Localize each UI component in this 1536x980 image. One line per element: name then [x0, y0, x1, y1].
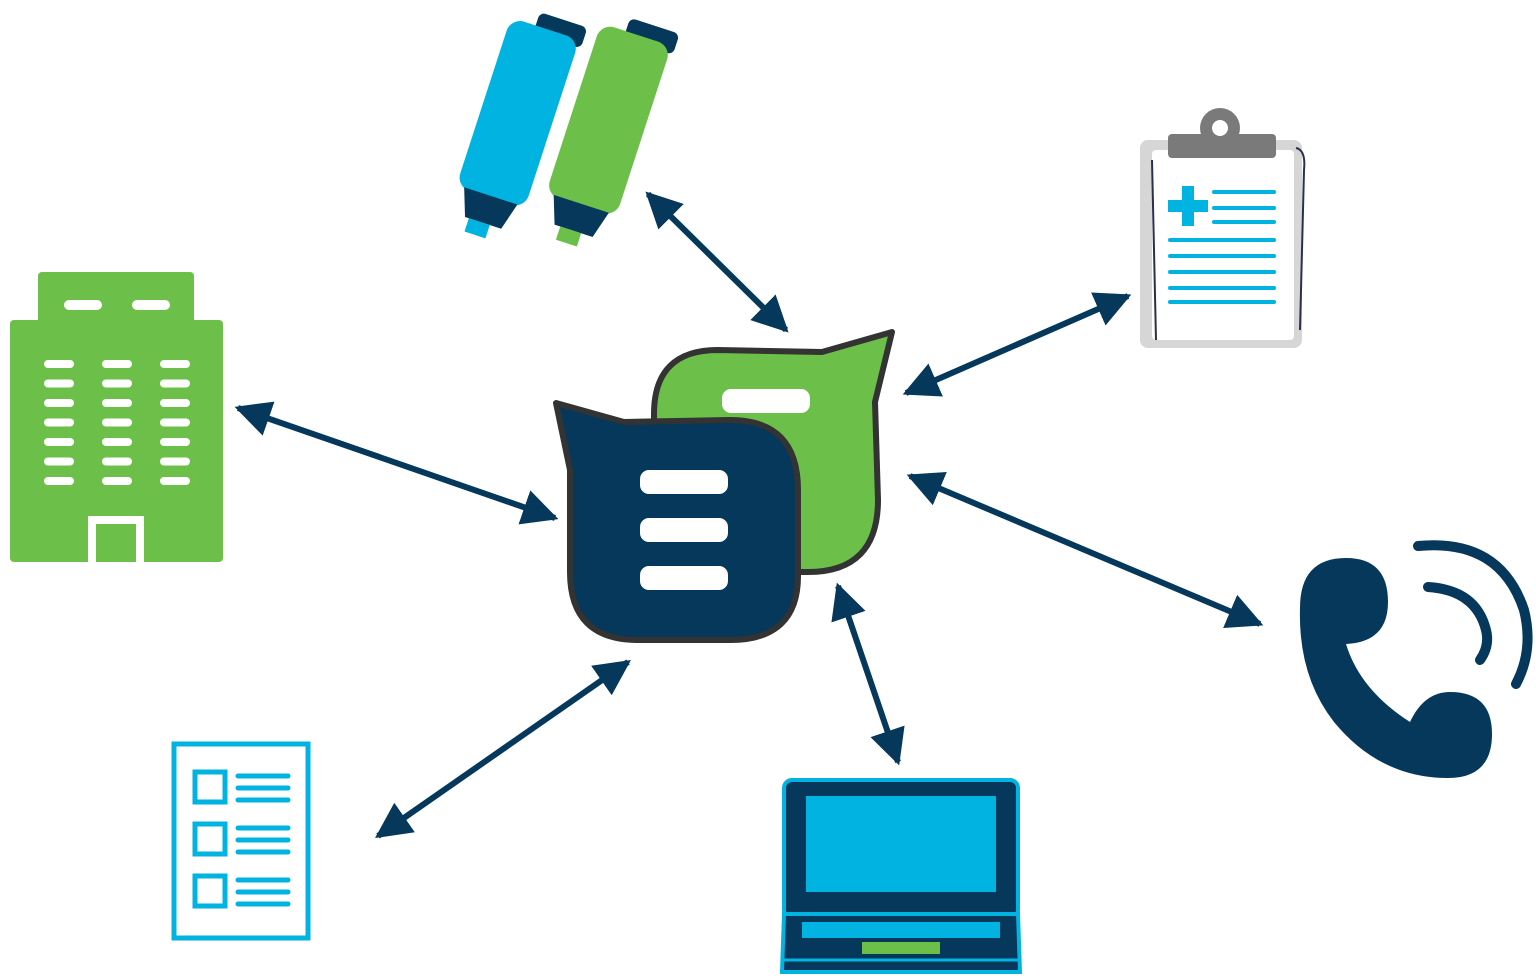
- building-window: [160, 457, 190, 466]
- building-window: [160, 399, 190, 407]
- building-window: [160, 360, 190, 368]
- building-window: [102, 438, 132, 446]
- building-window: [102, 477, 132, 485]
- phone-wave-small: [1423, 582, 1493, 665]
- arrow-hub-laptop: [831, 582, 905, 766]
- highlighter-markers-icon: [459, 13, 679, 247]
- arrow-hub-highlighters: [645, 191, 789, 333]
- phone-call-icon: [1299, 540, 1533, 778]
- building-window: [44, 360, 74, 368]
- phone-wave-large: [1413, 540, 1533, 689]
- navy-bubble-line-3: [640, 566, 728, 590]
- building-window: [44, 379, 74, 388]
- office-building-icon: [10, 272, 223, 562]
- building-window: [44, 438, 74, 446]
- building-window: [44, 457, 74, 466]
- arrow-hub-clipboard: [902, 292, 1132, 397]
- green-bubble-line: [722, 389, 810, 413]
- building-window: [160, 477, 190, 485]
- building-window: [102, 399, 132, 407]
- checklist-document-icon: [171, 741, 311, 941]
- navy-bubble-line-2: [640, 518, 728, 542]
- medical-cross: [1168, 186, 1208, 226]
- building-window: [102, 379, 132, 388]
- arrow-hub-checklist: [375, 659, 631, 839]
- building-window: [44, 399, 74, 407]
- building-window: [44, 418, 74, 427]
- medical-clipboard-icon: [1140, 108, 1306, 348]
- building-window: [160, 379, 190, 388]
- building-window: [102, 360, 132, 368]
- chat-bubbles-icon: [553, 329, 895, 643]
- building-window: [102, 457, 132, 466]
- laptop-trackpad: [862, 942, 940, 954]
- connections: [234, 191, 1264, 839]
- building-window: [44, 477, 74, 485]
- building-window: [160, 438, 190, 446]
- navy-bubble-line-1: [640, 470, 728, 494]
- laptop-icon: [779, 778, 1023, 974]
- building-window: [102, 418, 132, 427]
- arrow-hub-phone: [906, 472, 1264, 628]
- building-window: [160, 418, 190, 427]
- arrow-hub-building: [234, 401, 559, 525]
